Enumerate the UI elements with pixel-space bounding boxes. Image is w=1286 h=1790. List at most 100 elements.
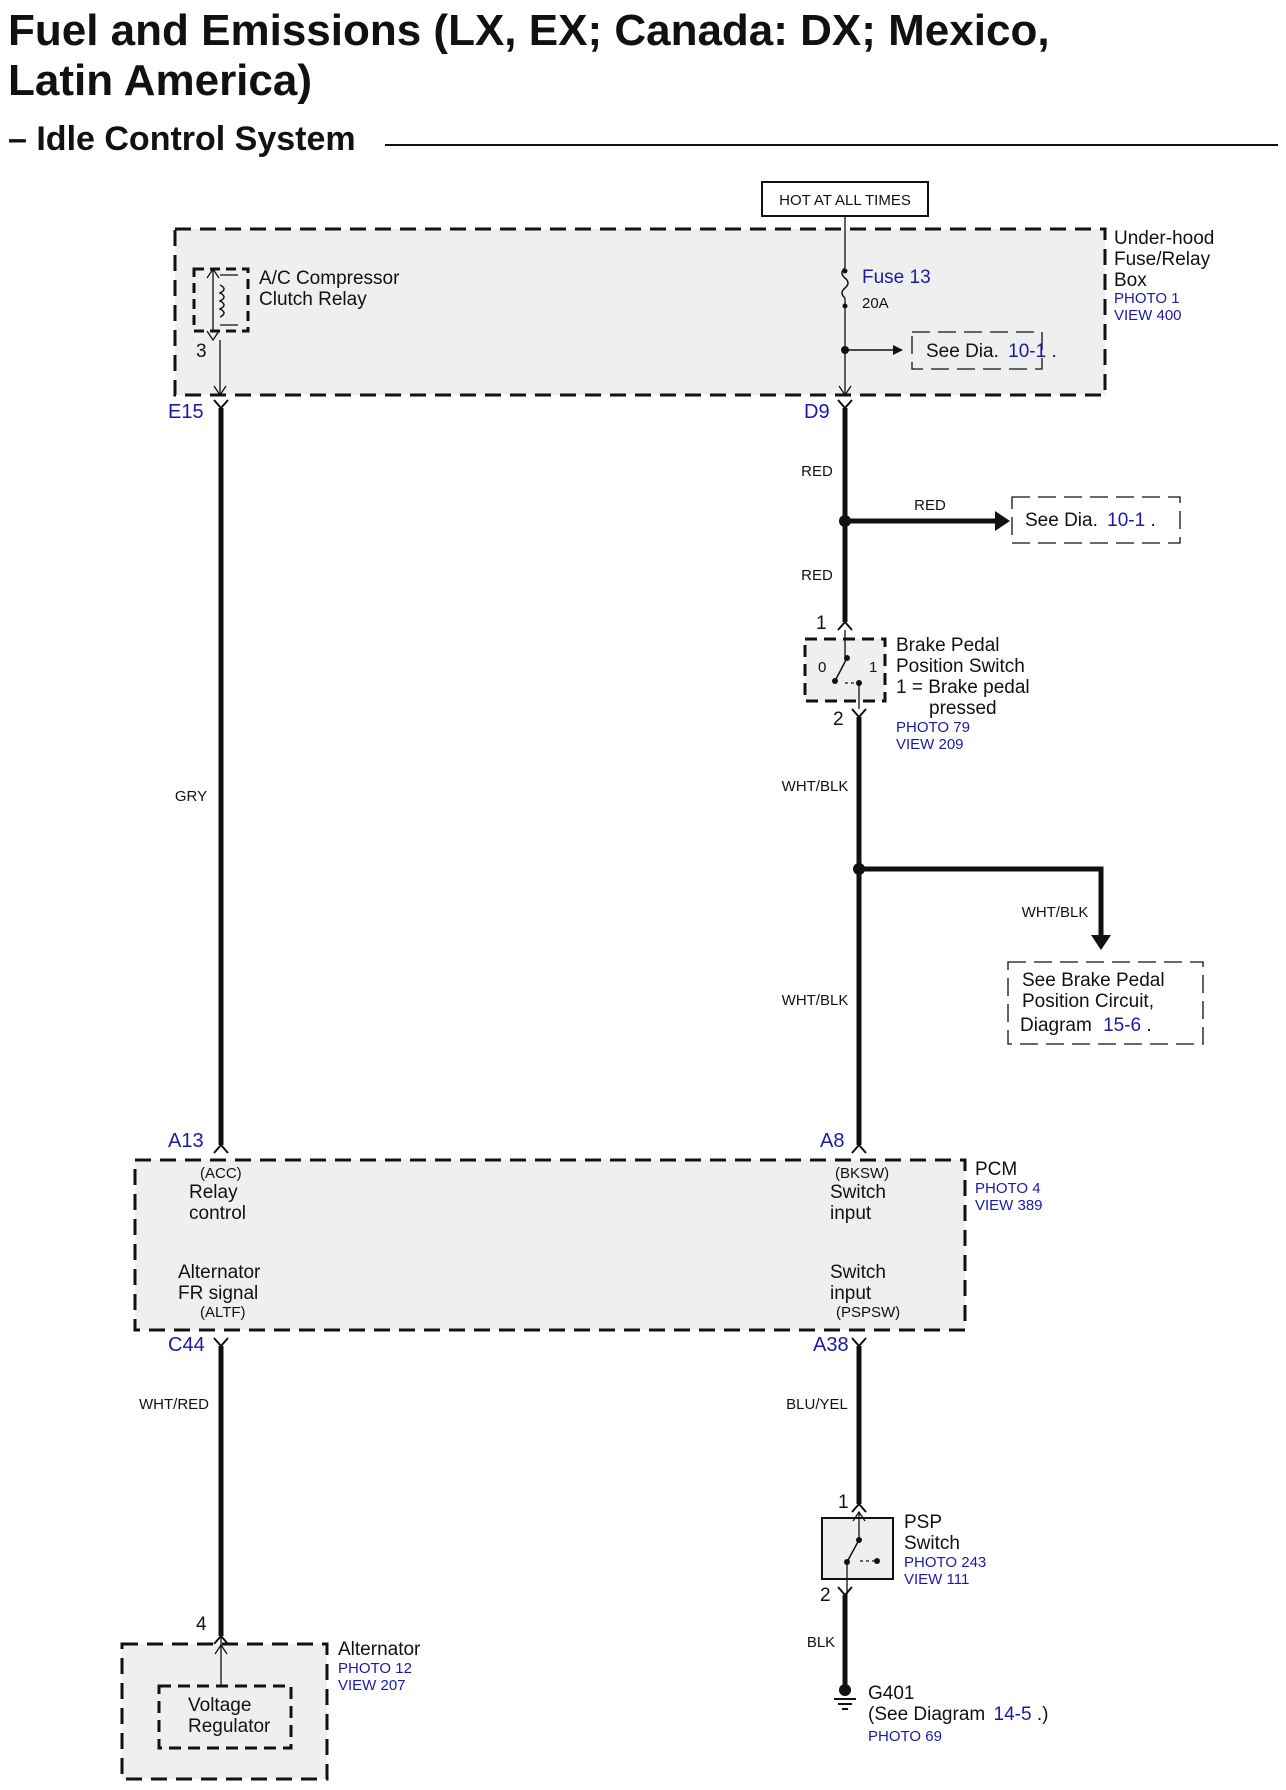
psp-switch-photo-link[interactable]: PHOTO 243 (904, 1554, 986, 1571)
brake-pedal-position-switch[interactable] (803, 630, 887, 709)
connector-chevrons (213, 399, 867, 1645)
under-hood-fuse-relay-box[interactable] (173, 227, 1107, 397)
psp-switch-name-1: PSP (904, 1512, 942, 1533)
pcm-switch-input-1: Switch (830, 1182, 886, 1203)
pcm-switch-input-3: Switch (830, 1262, 886, 1283)
see-dia-b-ref: 10-1 (1107, 510, 1145, 531)
ground-see-end: .) (1037, 1704, 1049, 1725)
alternator-photo-link[interactable]: PHOTO 12 (338, 1660, 412, 1677)
psp-switch-name-2: Switch (904, 1533, 960, 1554)
see-dia-a-end: . (1051, 341, 1056, 362)
see-dia-b-end: . (1150, 510, 1155, 531)
see-dia-10-1-link-a[interactable]: See Dia. 10-1 . (911, 331, 1057, 370)
psp-switch[interactable] (821, 1510, 894, 1595)
pcm-relay-control-2: control (189, 1203, 246, 1224)
fuse-box-name-2: Fuse/Relay (1114, 249, 1211, 270)
wire-label-red-2: RED (801, 567, 833, 584)
svg-text:Diagram 15-6 .: Diagram 15-6 . (1020, 1015, 1152, 1036)
brake-switch-name-1: Brake Pedal (896, 635, 1000, 656)
brake-switch-pin-1: 1 (816, 613, 827, 634)
brake-circuit-ref: 15-6 (1103, 1015, 1141, 1036)
wires (218, 408, 1104, 1690)
fuse-box-photo-link[interactable]: PHOTO 1 (1114, 290, 1180, 307)
pcm-view-link[interactable]: VIEW 389 (975, 1197, 1043, 1214)
alternator-name: Alternator (338, 1639, 421, 1660)
diagram-title: Fuel and Emissions (LX, EX; Canada: DX; … (8, 6, 1050, 106)
brake-switch-pos-0: 0 (818, 659, 826, 676)
wire-label-wht-blk-2: WHT/BLK (782, 992, 849, 1009)
wire-label-blu-yel: BLU/YEL (786, 1396, 848, 1413)
svg-text:(See Diagram 14-5 .): (See Diagram 14-5 .) (868, 1704, 1048, 1725)
svg-text:See Dia. 10-1 .: See Dia. 10-1 . (1025, 510, 1156, 531)
brake-switch-view-link[interactable]: VIEW 209 (896, 736, 964, 753)
fuse-box-name-3: Box (1114, 270, 1147, 291)
psp-switch-pin-1: 1 (838, 1492, 849, 1513)
see-dia-a-text: See Dia. (926, 341, 999, 362)
brake-switch-note-1: 1 = Brake pedal (896, 677, 1030, 698)
alternator-pin-4: 4 (196, 1614, 207, 1635)
relay-name-2: Clutch Relay (259, 289, 367, 310)
splice-red (839, 515, 851, 527)
ground-photo-link[interactable]: PHOTO 69 (868, 1728, 942, 1745)
pcm-photo-link[interactable]: PHOTO 4 (975, 1180, 1041, 1197)
brake-circuit-line-2: Position Circuit, (1022, 991, 1154, 1012)
pcm-box[interactable] (133, 1158, 967, 1332)
voltage-regulator-1: Voltage (188, 1695, 251, 1716)
brake-switch-name-2: Position Switch (896, 656, 1025, 677)
voltage-regulator-2: Regulator (188, 1716, 271, 1737)
wire-label-blk: BLK (807, 1634, 835, 1651)
diagram-subtitle: – Idle Control System (8, 120, 356, 158)
pcm-pspsw: (PSPSW) (836, 1304, 900, 1321)
psp-switch-contact-icon (846, 1539, 860, 1563)
fuse-box-view-link[interactable]: VIEW 400 (1114, 307, 1182, 324)
ac-compressor-clutch-relay (192, 267, 250, 397)
brake-circuit-diagram-link[interactable]: See Brake Pedal Position Circuit, Diagra… (1007, 961, 1204, 1045)
relay-pin-3: 3 (196, 341, 207, 362)
red-branch-arrowhead (995, 511, 1010, 531)
brake-switch-pos-1: 1 (869, 659, 877, 676)
connector-a8: A8 (820, 1130, 844, 1152)
wire-label-red-1: RED (801, 463, 833, 480)
wire-label-red-branch: RED (914, 497, 946, 514)
wire-label-wht-blk-1: WHT/BLK (782, 778, 849, 795)
connector-e15: E15 (168, 401, 204, 423)
splice-wht-blk (853, 863, 865, 875)
wire-label-wht-red: WHT/RED (139, 1396, 209, 1413)
relay-coil-icon (218, 284, 225, 318)
wire-label-wht-blk-branch: WHT/BLK (1022, 904, 1089, 921)
fuse-box-name-1: Under-hood (1114, 228, 1214, 249)
fuse-13-label: Fuse 13 (862, 267, 931, 288)
brake-circuit-line-1: See Brake Pedal (1022, 970, 1165, 991)
wire-wht-blk-branch (859, 866, 1104, 935)
title-line-2: Latin America) (8, 56, 313, 105)
pcm-altf: (ALTF) (200, 1304, 246, 1321)
alternator-view-link[interactable]: VIEW 207 (338, 1677, 406, 1694)
pcm-alternator-2: FR signal (178, 1283, 258, 1304)
title-line-1: Fuel and Emissions (LX, EX; Canada: DX; … (8, 6, 1050, 55)
connector-a13: A13 (168, 1130, 204, 1152)
ground-ref-link[interactable]: 14-5 (994, 1704, 1032, 1725)
fuse-13-rating: 20A (862, 295, 889, 312)
brake-switch-photo-link[interactable]: PHOTO 79 (896, 719, 970, 736)
connector-d9: D9 (804, 401, 830, 423)
hot-label: HOT AT ALL TIMES (779, 192, 911, 209)
pcm-relay-control-1: Relay (189, 1182, 238, 1203)
connector-a38: A38 (813, 1334, 849, 1356)
ground-name: G401 (868, 1683, 914, 1704)
ground-see: (See Diagram (868, 1704, 985, 1725)
brake-switch-contact-icon (834, 657, 848, 682)
ground-g401-icon (834, 1684, 856, 1710)
brake-circuit-line-3: Diagram (1020, 1015, 1092, 1036)
see-dia-a-ref: 10-1 (1008, 341, 1046, 362)
psp-switch-view-link[interactable]: VIEW 111 (904, 1571, 969, 1588)
brake-switch-note-2: pressed (929, 698, 997, 719)
svg-text:See Dia. 10-1 .: See Dia. 10-1 . (926, 341, 1057, 362)
connector-c44: C44 (168, 1334, 205, 1356)
see-dia-b-text: See Dia. (1025, 510, 1098, 531)
see-dia-10-1-link-b[interactable]: See Dia. 10-1 . (1011, 496, 1181, 544)
hot-at-all-times-box: HOT AT ALL TIMES (761, 181, 929, 217)
pcm-switch-input-4: input (830, 1283, 872, 1304)
pcm-switch-input-2: input (830, 1203, 872, 1224)
alternator-box[interactable] (120, 1636, 329, 1781)
